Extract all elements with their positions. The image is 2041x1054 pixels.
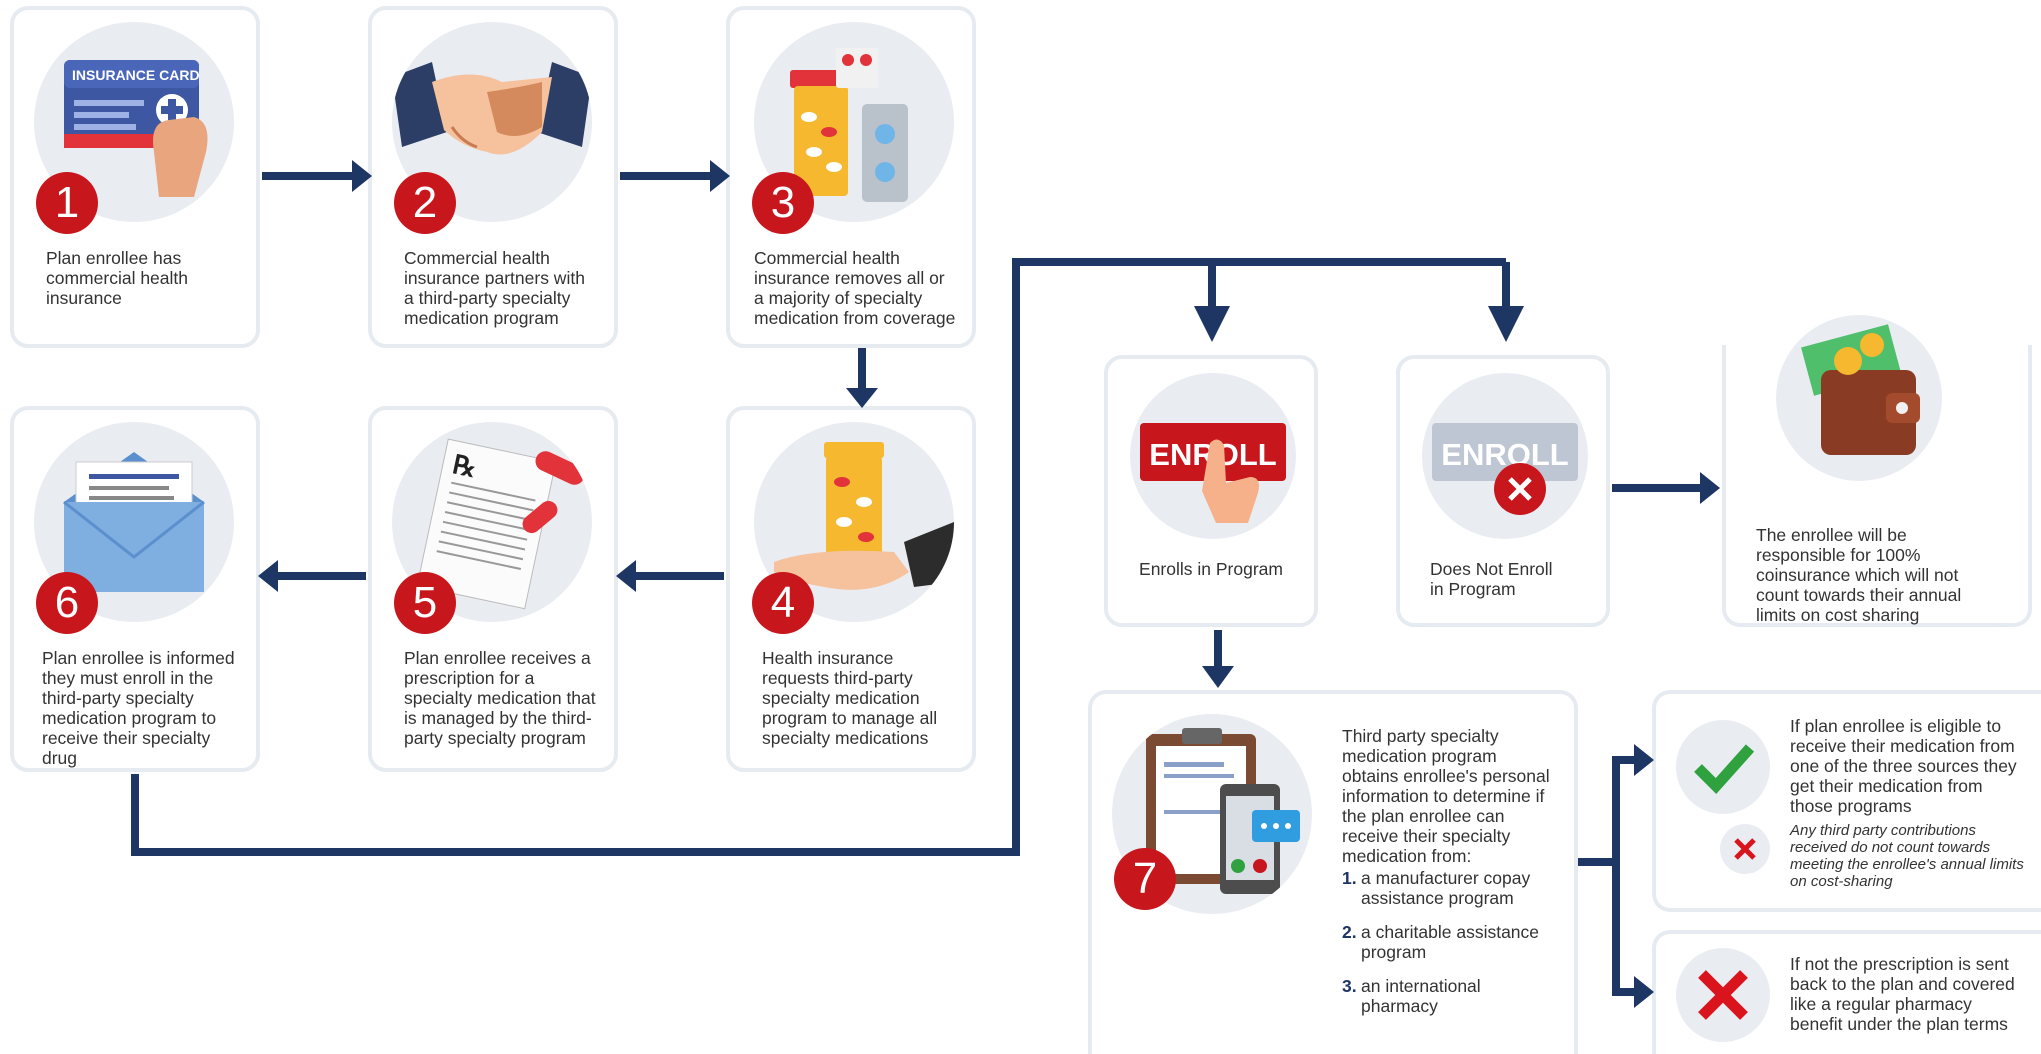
step-6-card: 6 Plan enrollee is informed they must en… (10, 406, 260, 772)
enrolls-illustration: ENROLL (1130, 373, 1296, 539)
eligible-card: If plan enrollee is eligible to receive … (1652, 690, 2041, 912)
svg-text:ENROLL: ENROLL (1441, 437, 1568, 472)
prescription-icon: ℞ (416, 438, 585, 610)
pill-bottle-icon (790, 48, 908, 202)
step-3-card: 3 Commercial health insurance removes al… (726, 6, 976, 348)
connector-outcomes (1612, 756, 1636, 996)
step-number-badge: 5 (394, 572, 456, 634)
step-3-illustration (754, 22, 954, 222)
not-enroll-text: Does Not Enroll in Program (1430, 559, 1553, 599)
step-number-badge: 6 (36, 572, 98, 634)
not-eligible-card: If not the prescription is sent back to … (1652, 930, 2041, 1054)
enroll-disabled-icon: ENROLL (1432, 423, 1578, 515)
step-7-intro: Third party specialty medication program… (1342, 726, 1550, 866)
cross-icon (1676, 948, 1770, 1042)
step-1-text: Plan enrollee has commercial health insu… (46, 248, 188, 308)
enroll-button-icon: ENROLL (1140, 423, 1286, 523)
not-enroll-card: ENROLL Does Not Enroll in Program (1396, 355, 1610, 627)
svg-text:INSURANCE CARD: INSURANCE CARD (72, 67, 200, 83)
pill-bottle-hand-icon (774, 442, 954, 590)
step-number-badge: 3 (752, 172, 814, 234)
step-2-illustration (392, 22, 592, 222)
small-cross-icon (1720, 824, 1770, 874)
source-item: 1.a manufacturer copay assistance progra… (1342, 868, 1531, 908)
coinsurance-text: The enrollee will be responsible for 100… (1756, 525, 1962, 625)
source-item: 2.a charitable assistance program (1342, 922, 1540, 962)
check-icon (1676, 720, 1770, 814)
step-number-badge: 7 (1114, 848, 1176, 910)
connector-6-to-choice (131, 258, 1506, 856)
step-7-sources: 1.a manufacturer copay assistance progra… (1342, 854, 1557, 1016)
eligible-note: Any third party contributions received d… (1790, 822, 2024, 890)
step-6-text: Plan enrollee is informed they must enro… (42, 648, 235, 768)
step-number-badge: 1 (36, 172, 98, 234)
enrolls-text: Enrolls in Program (1139, 559, 1283, 579)
step-5-text: Plan enrollee receives a prescription fo… (404, 648, 596, 748)
step-4-text: Health insurance requests third-party sp… (762, 648, 938, 748)
step-7-card: 7 Third party specialty medication progr… (1088, 690, 1578, 1054)
eligible-text: If plan enrollee is eligible to receive … (1790, 716, 2017, 816)
enrolls-card: ENROLL Enrolls in Program (1104, 355, 1318, 627)
not-enroll-illustration: ENROLL (1422, 373, 1588, 539)
step-2-text: Commercial health insurance partners wit… (404, 248, 585, 328)
step-4-card: 4 Health insurance requests third-party … (726, 406, 976, 772)
step-number-badge: 4 (752, 572, 814, 634)
envelope-icon (63, 452, 205, 592)
wallet-icon (1801, 324, 1920, 455)
step-number-badge: 2 (394, 172, 456, 234)
step-2-card: 2 Commercial health insurance partners w… (368, 6, 618, 348)
clipboard-phone-icon (1146, 728, 1300, 894)
handshake-icon (392, 62, 592, 155)
step-3-text: Commercial health insurance removes all … (754, 248, 956, 328)
coinsurance-card: The enrollee will be responsible for 100… (1722, 315, 2032, 627)
source-item: 3.an international pharmacy (1342, 976, 1481, 1016)
insurance-card-icon: INSURANCE CARD (64, 60, 208, 197)
step-5-card: ℞ 5 Plan enrollee receives a prescriptio… (368, 406, 618, 772)
step-1-card: INSURANCE CARD 1 Plan enrollee has comme… (10, 6, 260, 348)
not-eligible-text: If not the prescription is sent back to … (1790, 954, 2015, 1034)
coinsurance-illustration (1776, 315, 1942, 481)
